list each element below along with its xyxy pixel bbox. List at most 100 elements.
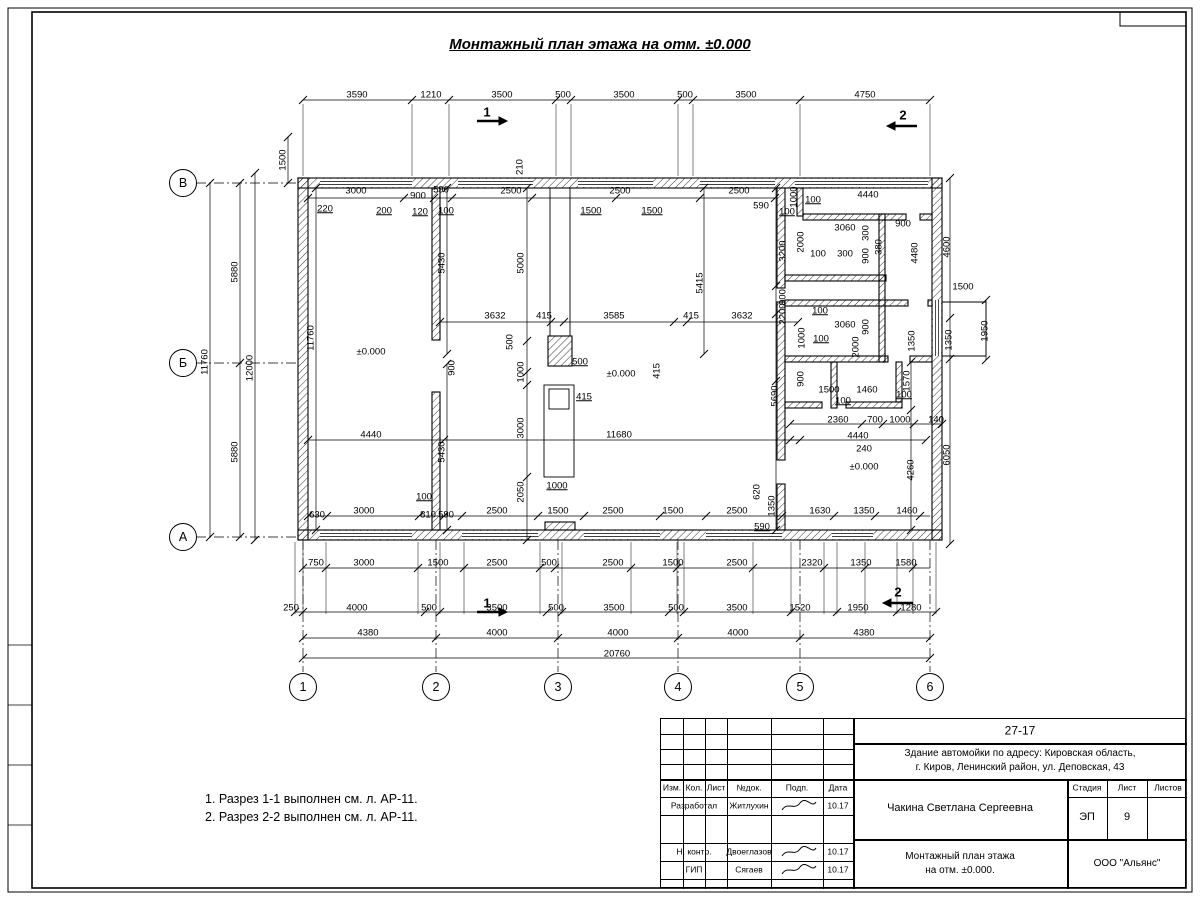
dimension-label: 1580 (895, 557, 917, 569)
project-address-2: г. Киров, Ленинский район, ул. Деповская… (915, 761, 1125, 773)
dimension-label: 900 (795, 371, 807, 387)
dimension-label: 630 (309, 509, 325, 521)
dimension-line (981, 295, 991, 305)
dimension-line (303, 435, 313, 445)
dimension-label: 2000 (795, 231, 807, 253)
dimension-label: 2000 (850, 336, 862, 358)
dimension-label: 2200 (777, 303, 789, 325)
dimension-line (945, 173, 955, 183)
dimension-label: 750 (308, 557, 324, 569)
dimension-label: 1350 (850, 557, 872, 569)
dimension-label: 20760 (603, 648, 631, 660)
dimension-line (878, 419, 888, 429)
dimension-label: 900 (860, 319, 872, 335)
dimension-line (945, 354, 955, 364)
dimension-label: 1500 (547, 505, 569, 517)
row-axis-bubble: А (169, 523, 197, 551)
dimension-line (771, 281, 781, 291)
sheet-label: Лист (1117, 782, 1137, 793)
corner-stamp-box (1119, 11, 1187, 27)
dimension-label: 100 (805, 194, 821, 206)
dimension-label: 2500 (602, 505, 624, 517)
dimension-label: 6050 (941, 444, 953, 466)
dimension-line (527, 193, 537, 203)
dimension-line (937, 419, 947, 429)
dimension-label: 500 (555, 89, 571, 101)
dimension-line (771, 309, 781, 319)
dimension-line (699, 349, 709, 359)
dimension-line (921, 435, 931, 445)
dimension-line (311, 525, 321, 535)
dimension-line (906, 357, 916, 367)
dimension-label: 3500 (613, 89, 635, 101)
date-checker: 10.17 (827, 846, 849, 857)
signature (781, 863, 817, 875)
dimension-label: 4260 (905, 459, 917, 481)
dimension-label: 3060 (834, 319, 856, 331)
dimension-label: 3500 (603, 602, 625, 614)
dimension-line (298, 95, 308, 105)
dimension-label: 5880 (229, 261, 241, 283)
dimension-label: 100 (835, 395, 851, 407)
dimension-label: 3000 (515, 417, 527, 439)
dimension-line (420, 607, 430, 617)
dimension-label: 900 (410, 190, 426, 202)
dimension-label: 4480 (909, 242, 921, 264)
dimension-line (785, 435, 795, 445)
dimension-label: 1210 (420, 89, 442, 101)
col-podp: Подп. (785, 782, 809, 793)
dimension-label: 500 (677, 89, 693, 101)
dimension-label: 5415 (694, 272, 706, 294)
col-kol: Кол. (685, 782, 703, 793)
dimension-line (303, 511, 313, 521)
dimension-line (442, 183, 452, 193)
dimension-label: 1460 (896, 505, 918, 517)
dimension-line (857, 419, 867, 429)
dimension-line (533, 511, 543, 521)
section-marker: 1 (483, 595, 491, 611)
dimension-line (546, 317, 556, 327)
dimension-line (793, 317, 803, 327)
dimension-label: 3000 (353, 557, 375, 569)
dimension-line (829, 511, 839, 521)
signature (781, 845, 817, 857)
row-axis-bubble: Б (169, 349, 197, 377)
dimension-label: 1500 (427, 557, 449, 569)
dimension-label: 1500 (580, 205, 602, 217)
dimension-label: 100 (416, 491, 432, 503)
role-developer: Разработал (670, 800, 718, 811)
dimension-line (522, 367, 532, 377)
dimension-line (785, 419, 795, 429)
dimension-label: 700 (867, 414, 883, 426)
dimension-label: 2500 (486, 557, 508, 569)
dimension-line (551, 95, 561, 105)
dimension-line (771, 183, 781, 193)
dimension-label: 300 (860, 225, 872, 241)
note-line: 1. Разрез 1-1 выполнен см. л. АР-11. (205, 792, 418, 806)
dimension-label: 5880 (229, 441, 241, 463)
dimension-label: 100 (896, 389, 912, 401)
dimension-label: 900 (860, 248, 872, 264)
dimension-label: 100 (813, 333, 829, 345)
dimension-label: 100 (812, 305, 828, 317)
dimension-line (457, 511, 467, 521)
dimension-label: 5000 (515, 252, 527, 274)
dimension-label: 620 (751, 484, 763, 500)
dimension-label: 500 (548, 602, 564, 614)
dimension-label: 1000 (788, 186, 800, 208)
dimension-label: 3060 (834, 222, 856, 234)
col-list: Лист (706, 782, 726, 793)
date-developer: 10.17 (827, 800, 849, 811)
dimension-label: 3500 (735, 89, 757, 101)
dimension-line (771, 376, 781, 386)
dimension-line (542, 607, 552, 617)
dimension-line (945, 313, 955, 323)
dimension-line (906, 525, 916, 535)
dimension-label: 900 (446, 360, 458, 376)
dimension-label: 415 (536, 310, 552, 322)
drawing-title-block-1: Монтажный план этажа (905, 850, 1015, 862)
dimension-label: 4440 (360, 429, 382, 441)
dimension-label: 100 (779, 206, 795, 218)
dimension-label: 3000 (345, 185, 367, 197)
